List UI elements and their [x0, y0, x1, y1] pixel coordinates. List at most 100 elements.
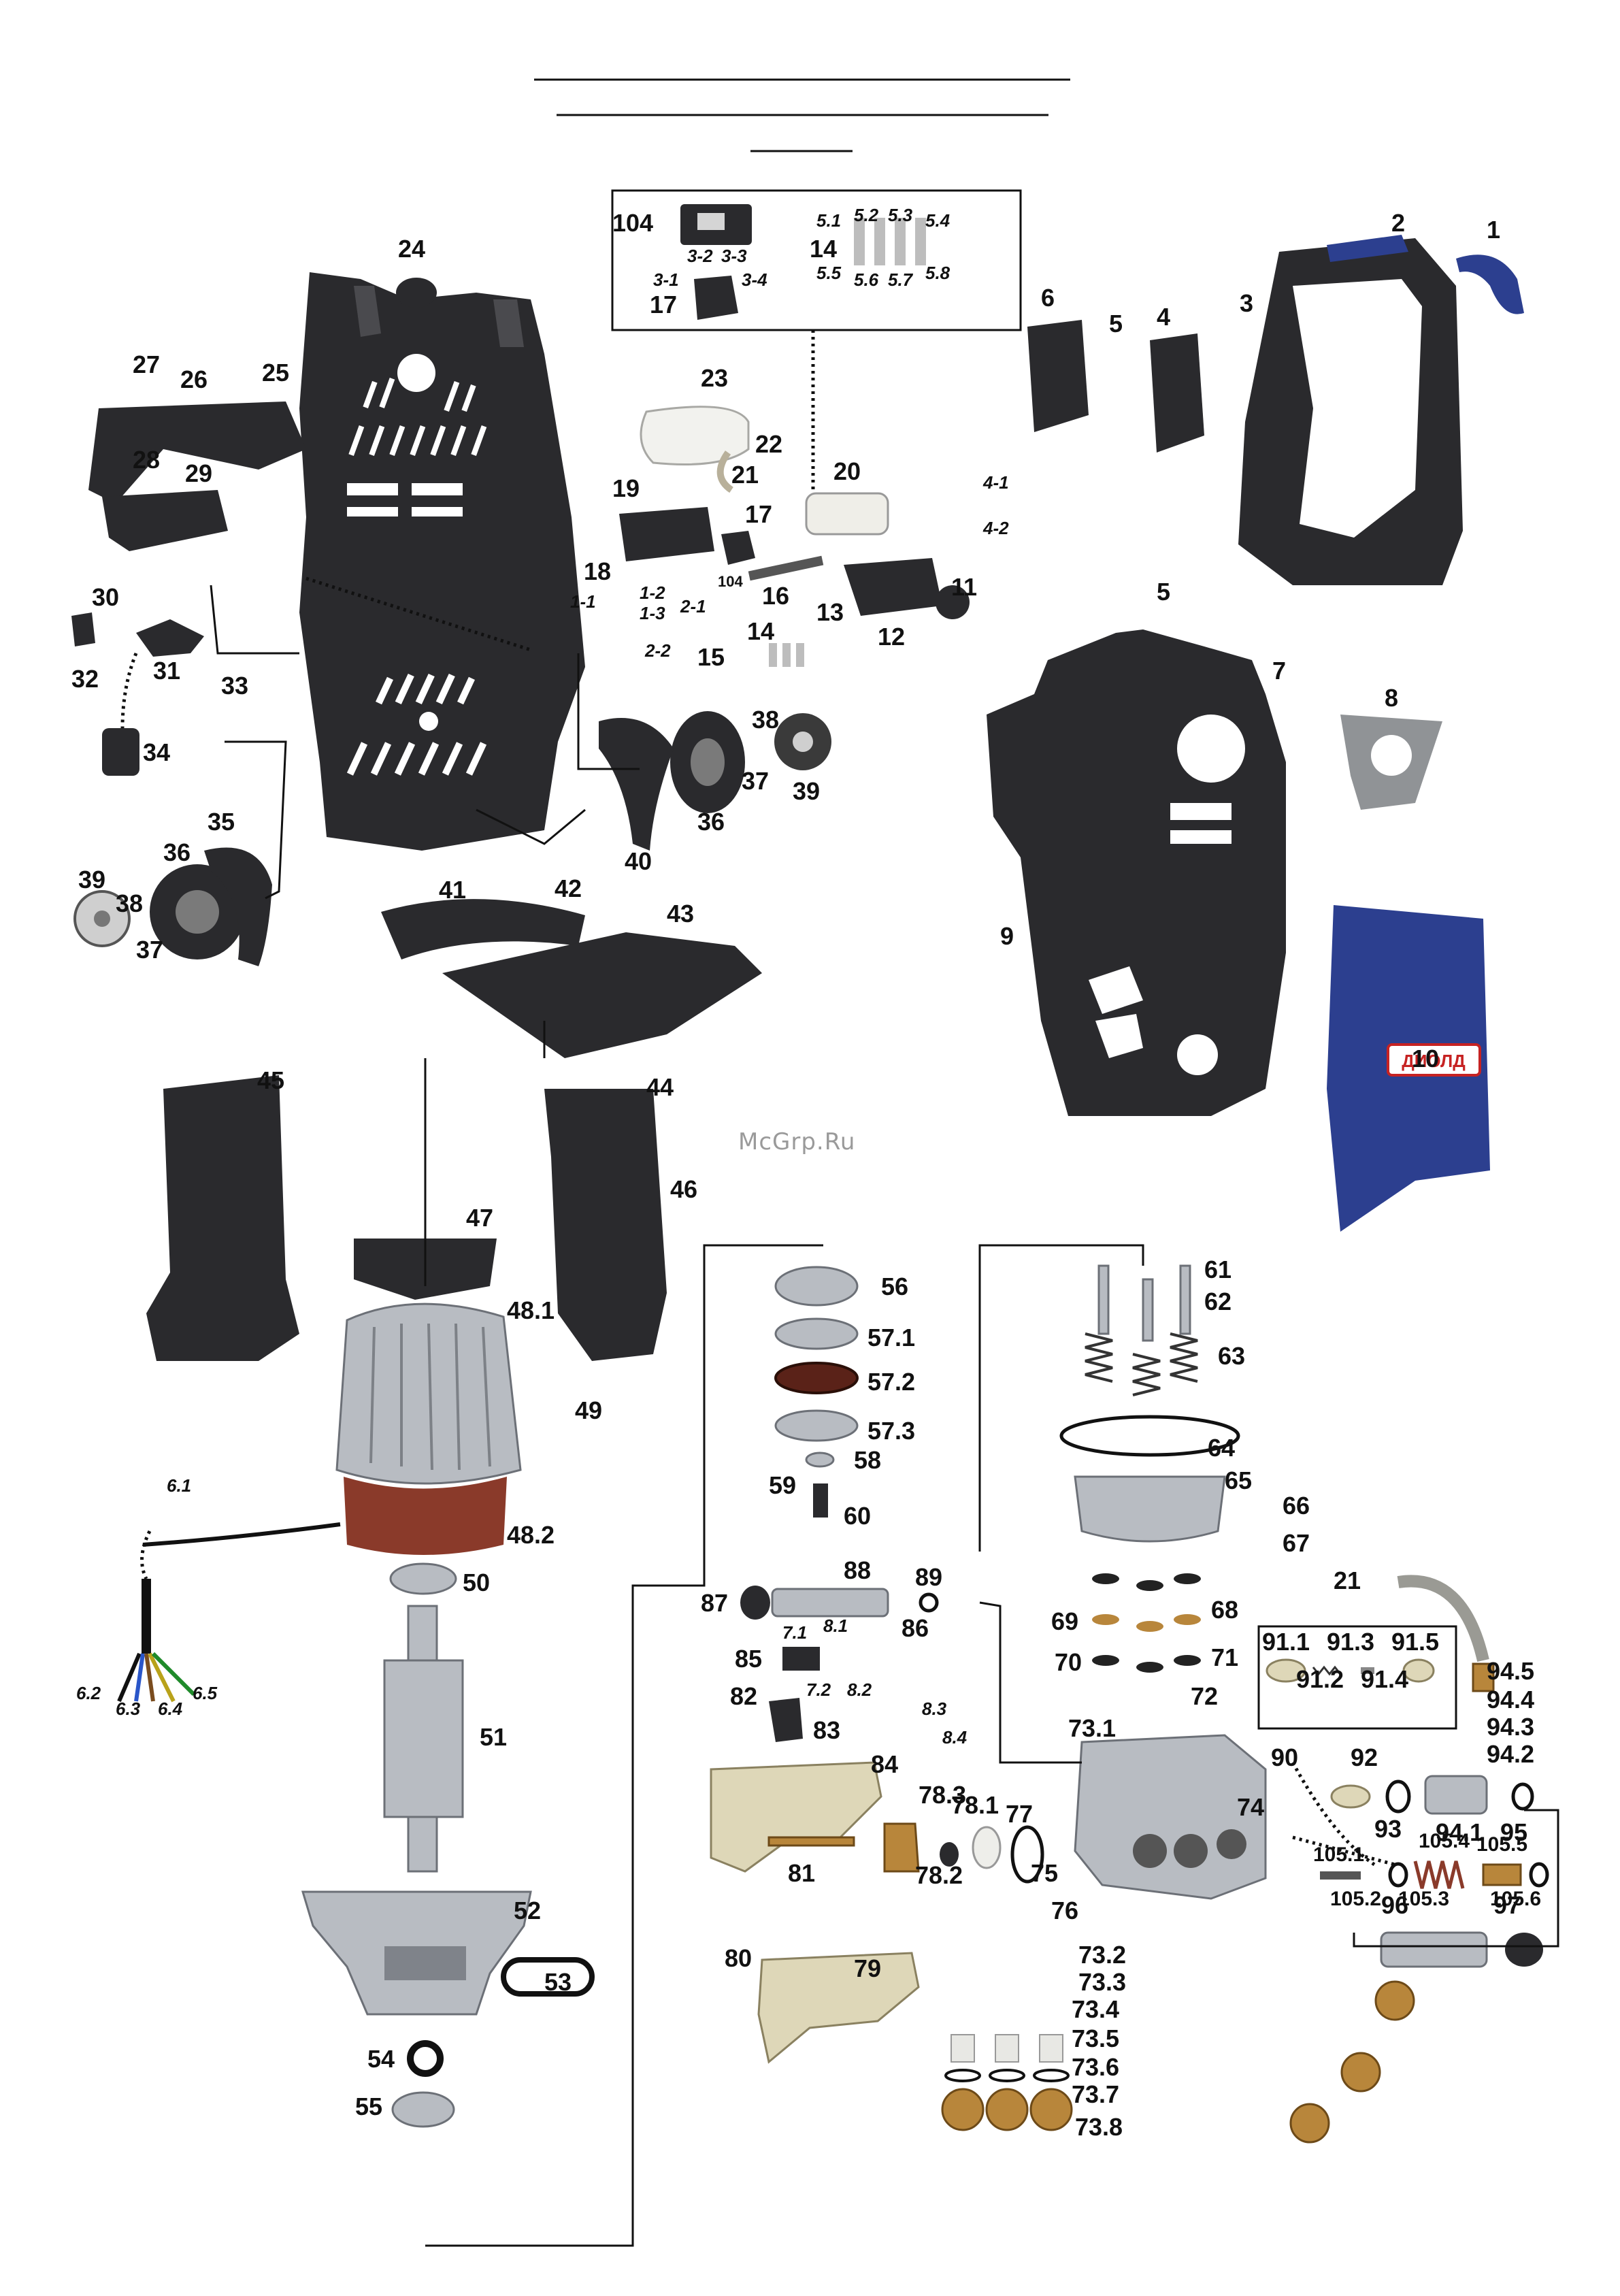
label-31: 31 [153, 657, 180, 685]
label-94-3: 94.3 [1487, 1713, 1534, 1741]
arm-83 [769, 1698, 803, 1742]
sub-label-6-2: 6.2 [76, 1683, 101, 1703]
label-35: 35 [208, 808, 235, 836]
label-93: 93 [1374, 1815, 1402, 1843]
label-94-1: 94.1 [1436, 1818, 1483, 1846]
coupling-96 [1380, 1931, 1488, 1968]
label-39b: 39 [78, 866, 105, 893]
label-77: 77 [1006, 1800, 1033, 1828]
mechanism-17 [721, 531, 755, 565]
cover-79 [757, 1952, 920, 2064]
label-66: 66 [1283, 1492, 1310, 1520]
label-34: 34 [143, 738, 170, 766]
pistons-69-72 [1092, 1573, 1201, 1673]
cap-56 [774, 1266, 859, 1307]
hubcap-39-left [73, 890, 131, 947]
rotor-51 [383, 1605, 464, 1873]
cap-24 [396, 278, 437, 308]
sub-labels: 1-1 1-2 1-3 2-1 2-2 3-1 3-2 3-3 3-4 4-1 … [76, 205, 1009, 1748]
label-61: 61 [1204, 1256, 1231, 1283]
label-105-6: 105.6 [1490, 1888, 1541, 1910]
disc-78-1 [972, 1826, 1002, 1869]
label-18: 18 [584, 557, 611, 585]
oring-64 [1059, 1415, 1240, 1457]
label-57-3: 57.3 [867, 1417, 915, 1445]
sub-label-8-3: 8.3 [922, 1699, 947, 1719]
label-37b: 37 [136, 936, 163, 964]
valve-stack-73 [941, 2034, 1073, 2131]
label-13: 13 [816, 598, 844, 626]
label-55: 55 [355, 2093, 382, 2120]
label-86: 86 [902, 1614, 929, 1642]
label-73-5: 73.5 [1072, 2024, 1119, 2052]
label-91-3: 91.3 [1327, 1628, 1374, 1656]
label-27: 27 [133, 350, 160, 378]
front-cover-7 [987, 629, 1286, 1116]
knob-11 [936, 585, 970, 619]
label-88: 88 [844, 1556, 871, 1584]
pump-body-73-1 [1074, 1734, 1267, 1900]
sub-label-5-6: 5.6 [854, 269, 879, 290]
label-64: 64 [1208, 1434, 1235, 1462]
label-5a: 5 [1109, 310, 1123, 338]
label-17a: 17 [650, 291, 677, 318]
valve-90 [1330, 1784, 1371, 1809]
cap-78-2 [940, 1842, 959, 1867]
label-2: 2 [1391, 209, 1405, 237]
label-59: 59 [769, 1471, 796, 1499]
label-57-2: 57.2 [867, 1368, 915, 1396]
label-21b: 21 [1334, 1567, 1361, 1594]
label-84: 84 [871, 1750, 898, 1778]
sub-label-5-4: 5.4 [925, 210, 950, 231]
label-50: 50 [463, 1569, 490, 1596]
label-51: 51 [480, 1723, 507, 1751]
sub-label-6-4: 6.4 [158, 1699, 183, 1719]
header-rules [534, 78, 1070, 152]
oring-77 [1010, 1825, 1044, 1884]
sub-label-1-1: 1-1 [570, 591, 596, 612]
nut-78-3 [883, 1822, 920, 1873]
bracket-26 [88, 401, 306, 504]
base-43 [442, 932, 762, 1058]
sub-label-8-2: 8.2 [847, 1679, 872, 1700]
sub-label-6-5: 6.5 [193, 1683, 218, 1703]
label-38b: 38 [116, 889, 143, 917]
clip-30 [71, 612, 95, 646]
label-78-1: 78.1 [951, 1791, 999, 1819]
parts-105 [1320, 1860, 1549, 1889]
label-8: 8 [1385, 684, 1398, 712]
label-68: 68 [1211, 1596, 1238, 1624]
label-17b: 17 [745, 500, 772, 528]
washer-57-1 [774, 1317, 859, 1350]
label-71: 71 [1211, 1643, 1238, 1671]
label-73-3: 73.3 [1078, 1968, 1126, 1996]
fitting-94-1 [1424, 1775, 1488, 1815]
label-42: 42 [555, 874, 582, 902]
label-94-2: 94.2 [1487, 1740, 1534, 1768]
shaft-16 [748, 555, 824, 581]
label-92: 92 [1351, 1743, 1378, 1771]
oring-93 [1385, 1780, 1411, 1814]
label-73-6: 73.6 [1072, 2053, 1119, 2081]
handle-1 [1456, 255, 1524, 314]
label-47: 47 [466, 1204, 493, 1232]
piston-81 [767, 1836, 855, 1847]
hose-21 [716, 450, 734, 493]
sub-label-2-2: 2-2 [644, 640, 671, 661]
label-19: 19 [612, 474, 640, 502]
label-12: 12 [878, 623, 905, 651]
sub-label-6-1: 6.1 [167, 1475, 191, 1496]
control-block-12 [844, 558, 942, 616]
label-43: 43 [667, 900, 694, 928]
sub-label-5-2: 5.2 [854, 205, 879, 225]
label-39a: 39 [793, 777, 820, 805]
label-85: 85 [735, 1645, 762, 1673]
label-16: 16 [762, 582, 789, 610]
label-76: 76 [1051, 1897, 1078, 1924]
label-54: 54 [367, 2045, 395, 2073]
panel-6 [1027, 320, 1089, 432]
label-56: 56 [881, 1273, 908, 1300]
label-48-1: 48.1 [507, 1296, 555, 1324]
label-48-2: 48.2 [507, 1521, 555, 1549]
label-29: 29 [185, 459, 212, 487]
